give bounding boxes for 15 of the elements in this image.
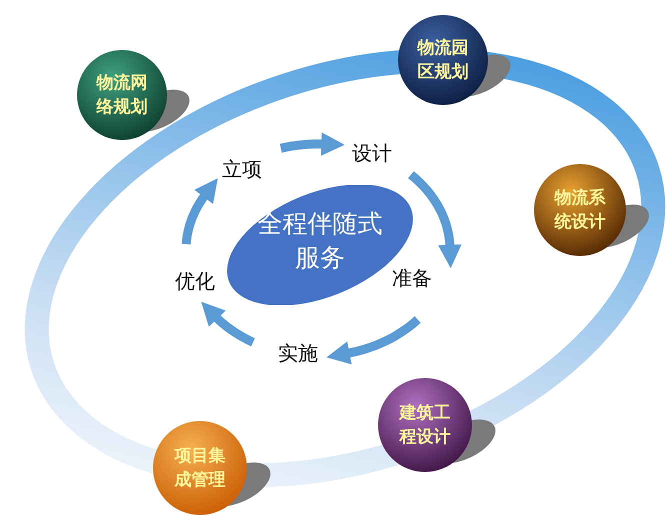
arrow xyxy=(279,132,345,156)
arrow xyxy=(326,316,421,364)
sphere-badge: 物流网络规划 xyxy=(77,50,167,140)
step-label: 准备 xyxy=(392,265,432,292)
step-label: 设计 xyxy=(352,140,392,167)
sphere-badge: 物流园区规划 xyxy=(398,15,488,105)
step-label: 立项 xyxy=(222,156,262,183)
step-label: 优化 xyxy=(175,268,215,295)
sphere-badge: 物流系统设计 xyxy=(534,164,626,256)
arrow xyxy=(201,302,255,346)
step-label: 实施 xyxy=(278,340,318,367)
sphere-badge: 建筑工程设计 xyxy=(378,378,472,472)
arrow xyxy=(408,171,462,268)
sphere-badge: 项目集成管理 xyxy=(153,421,247,515)
arrow xyxy=(182,178,218,246)
